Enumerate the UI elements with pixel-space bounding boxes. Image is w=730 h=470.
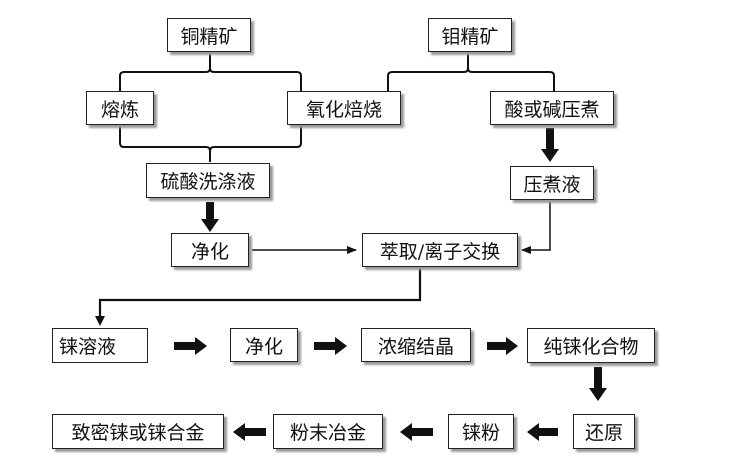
arrow-solution-to-extraction bbox=[521, 202, 551, 254]
thick-arrow-compound-to-reduction bbox=[589, 367, 607, 401]
node-acid-alkali-pressure-leach: 酸或碱压煮 bbox=[490, 91, 614, 125]
node-purification-2: 净化 bbox=[230, 328, 298, 362]
node-sulfuric-acid-wash: 硫酸洗涤液 bbox=[146, 163, 270, 198]
thick-arrow-row4-1 bbox=[527, 423, 558, 441]
node-oxidation-roasting: 氧化焙烧 bbox=[287, 91, 401, 125]
thick-arrow-row4-2 bbox=[400, 423, 433, 441]
node-dense-rhenium-or-alloy: 致密铼或铼合金 bbox=[52, 414, 224, 449]
molybdenum-split-bracket bbox=[387, 53, 555, 93]
node-extraction-ion-exchange: 萃取/离子交换 bbox=[362, 233, 518, 267]
node-reduction: 还原 bbox=[573, 414, 635, 449]
node-concentration-crystallization: 浓缩结晶 bbox=[361, 328, 471, 362]
thick-arrow-row3-2 bbox=[314, 337, 347, 355]
node-molybdenum-concentrate: 钼精矿 bbox=[428, 18, 512, 52]
node-rhenium-powder: 铼粉 bbox=[448, 414, 514, 449]
thick-arrow-wash-to-purify bbox=[201, 202, 219, 232]
copper-split-bracket bbox=[119, 53, 302, 93]
node-copper-concentrate: 铜精矿 bbox=[167, 18, 251, 52]
arrow-extraction-to-rhenium-solution bbox=[98, 268, 422, 318]
node-pure-rhenium-compound: 纯铼化合物 bbox=[527, 328, 655, 363]
thick-arrow-row3-3 bbox=[487, 337, 518, 355]
node-powder-metallurgy: 粉末冶金 bbox=[273, 414, 383, 449]
thick-arrow-row4-3 bbox=[233, 423, 266, 441]
node-pressure-leach-solution: 压煮液 bbox=[510, 166, 594, 200]
thick-arrow-row3-1 bbox=[174, 337, 207, 355]
node-rhenium-solution: 铼溶液 bbox=[52, 328, 148, 363]
node-purification-1: 净化 bbox=[171, 233, 249, 267]
arrow-head-rhenium-solution bbox=[95, 316, 105, 326]
node-smelting: 熔炼 bbox=[86, 91, 154, 125]
merge-bracket bbox=[119, 125, 302, 162]
thick-arrow-leach-to-solution bbox=[541, 128, 559, 162]
